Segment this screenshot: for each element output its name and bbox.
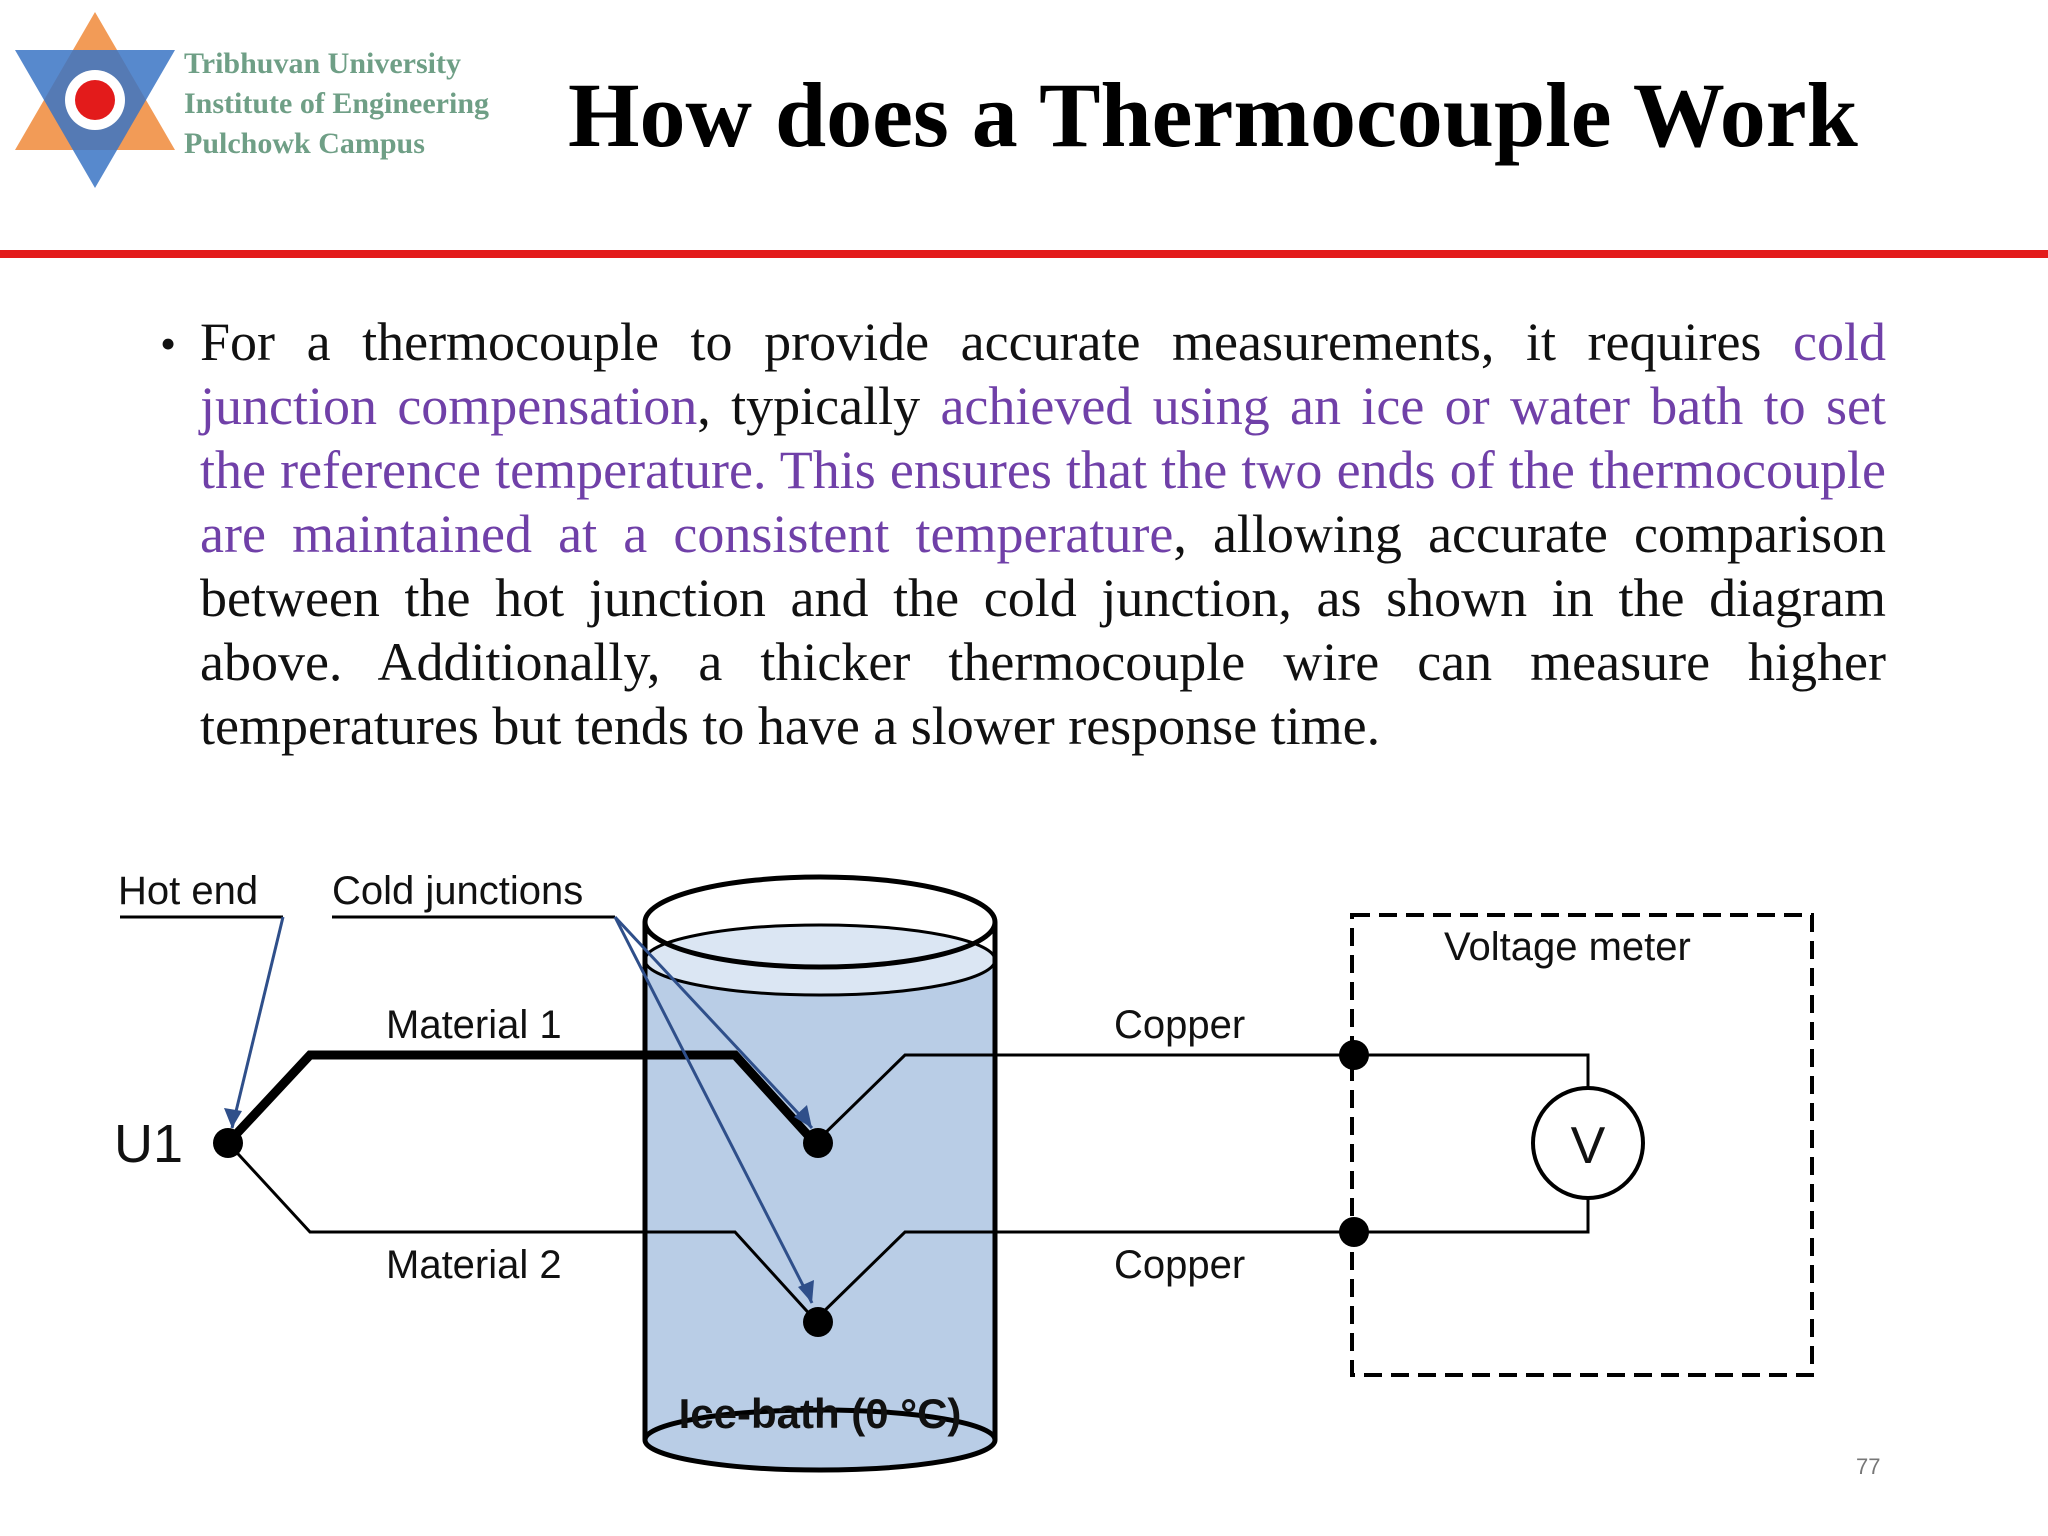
terminal-dot-top (1339, 1040, 1369, 1070)
voltage-meter-box (1350, 913, 1814, 1377)
material-2-label: Material 2 (386, 1243, 562, 1287)
highlight-segment: achieved using an ice or water bath to s… (200, 376, 1886, 564)
copper-top-label: Copper (1114, 1003, 1245, 1047)
hot-end-label: Hot end (118, 869, 258, 913)
university-logo: tribhuvan-university-emblem (15, 12, 175, 188)
institution-block: Tribhuvan University Institute of Engine… (184, 44, 489, 164)
cold-junction-arrowhead-1 (794, 1105, 812, 1128)
text-segment: , allowing accurate comparison between t… (200, 504, 1886, 756)
material-1-label: Material 1 (386, 1003, 562, 1047)
voltmeter-symbol: V (1571, 1117, 1606, 1175)
hot-junction-dot (213, 1128, 243, 1158)
hot-end-pointer (230, 916, 285, 1129)
hot-end-arrowhead (224, 1108, 242, 1128)
cold-junction-dot-2 (803, 1307, 833, 1337)
thermocouple-diagram: Hot end Cold junctions Material 1 Materi… (114, 869, 1814, 1473)
voltage-meter-label: Voltage meter (1444, 925, 1691, 969)
cold-junction-pointer-1 (613, 915, 814, 1130)
institution-line-1: Tribhuvan University (184, 47, 461, 80)
cold-junctions-label: Cold junctions (332, 869, 583, 913)
cold-junction-dot-1 (803, 1128, 833, 1158)
beaker-rim (642, 874, 998, 970)
title-divider (0, 250, 2048, 258)
material-1-wire (224, 1050, 819, 1147)
ice-bath-label: Ice-bath (0 °C) (679, 1390, 962, 1437)
cold-junction-pointer-2 (613, 916, 814, 1304)
highlight-segment: cold junction compensation (200, 312, 1886, 436)
voltmeter-icon (1531, 1086, 1645, 1200)
ice-bath-water (645, 960, 995, 1440)
copper-top-wire (813, 1053, 1590, 1145)
text-segment: , typically (697, 376, 941, 436)
slide-title: How does a Thermocouple Work (568, 64, 1858, 166)
bullet-icon: • (160, 318, 177, 369)
page-number: 77 (1856, 1454, 1881, 1479)
material-2-wire (226, 1141, 817, 1322)
institution-line-3: Pulchowk Campus (184, 127, 425, 160)
u1-label: U1 (114, 1114, 183, 1174)
cold-junction-arrowhead-2 (798, 1280, 814, 1303)
body-paragraph: For a thermocouple to provide accurate m… (200, 310, 1886, 758)
copper-bottom-wire (813, 1198, 1590, 1322)
text-segment: For a thermocouple to provide accurate m… (200, 312, 1794, 372)
institution-line-2: Institute of Engineering (184, 87, 490, 120)
water-surface (643, 923, 997, 997)
copper-bottom-label: Copper (1114, 1243, 1245, 1287)
